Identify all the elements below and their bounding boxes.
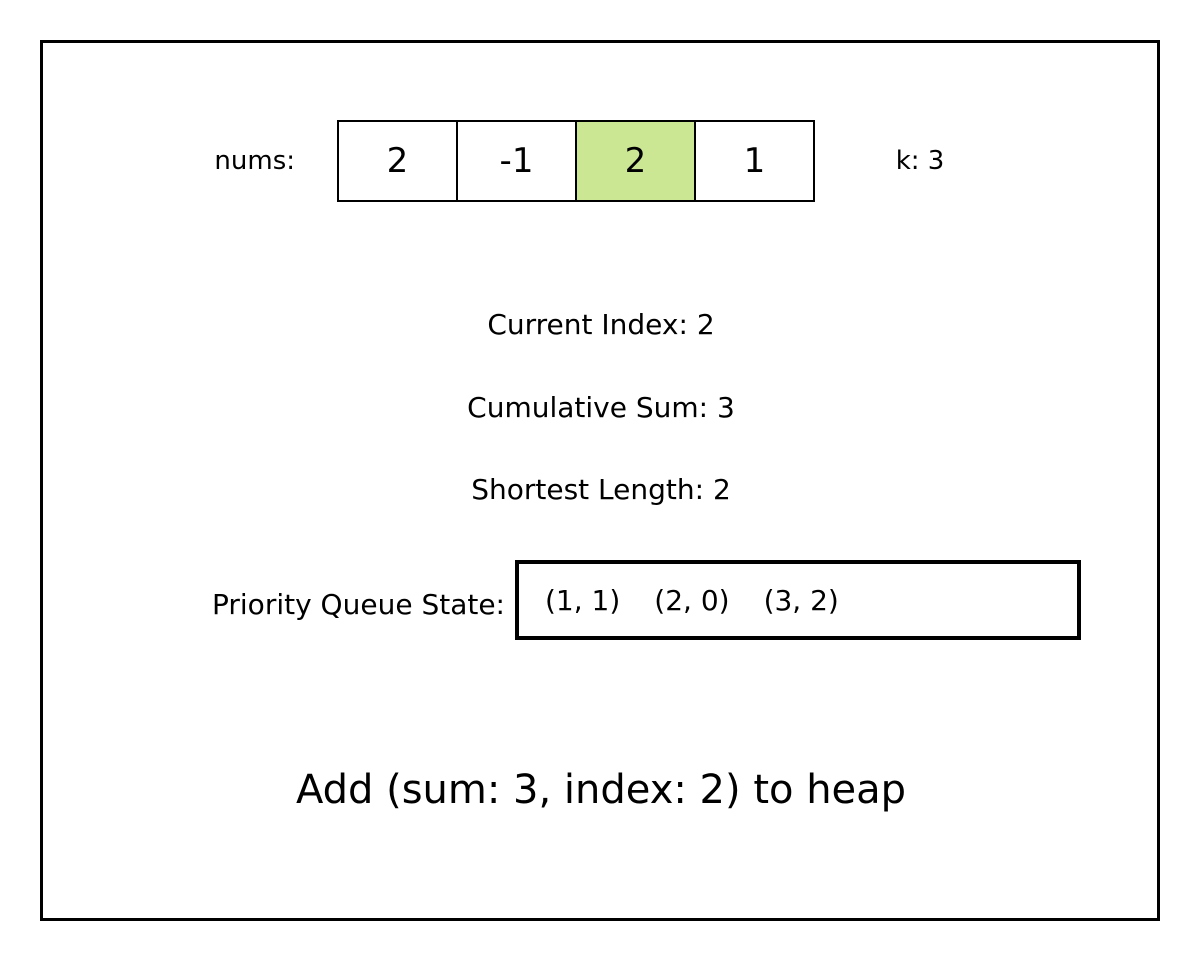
- cumulative-sum-text: Cumulative Sum: 3: [467, 391, 735, 424]
- priority-queue-item-0: (1, 1): [545, 583, 621, 617]
- current-index-text: Current Index: 2: [487, 308, 715, 341]
- priority-queue-box: (1, 1) (2, 0) (3, 2): [515, 560, 1081, 640]
- priority-queue-item-2: (3, 2): [763, 583, 839, 617]
- k-label: k: 3: [895, 146, 945, 176]
- step-message: Add (sum: 3, index: 2) to heap: [295, 767, 907, 813]
- array-cell-3: 1: [694, 120, 815, 202]
- priority-queue-label: Priority Queue State:: [212, 588, 505, 621]
- nums-label: nums:: [214, 146, 295, 176]
- array-cell-0: 2: [337, 120, 458, 202]
- array-cell-2: 2: [575, 120, 696, 202]
- shortest-length-text: Shortest Length: 2: [471, 473, 731, 506]
- priority-queue-item-1: (2, 0): [654, 583, 730, 617]
- array-cell-1: -1: [456, 120, 577, 202]
- priority-queue-items: (1, 1) (2, 0) (3, 2): [545, 584, 839, 617]
